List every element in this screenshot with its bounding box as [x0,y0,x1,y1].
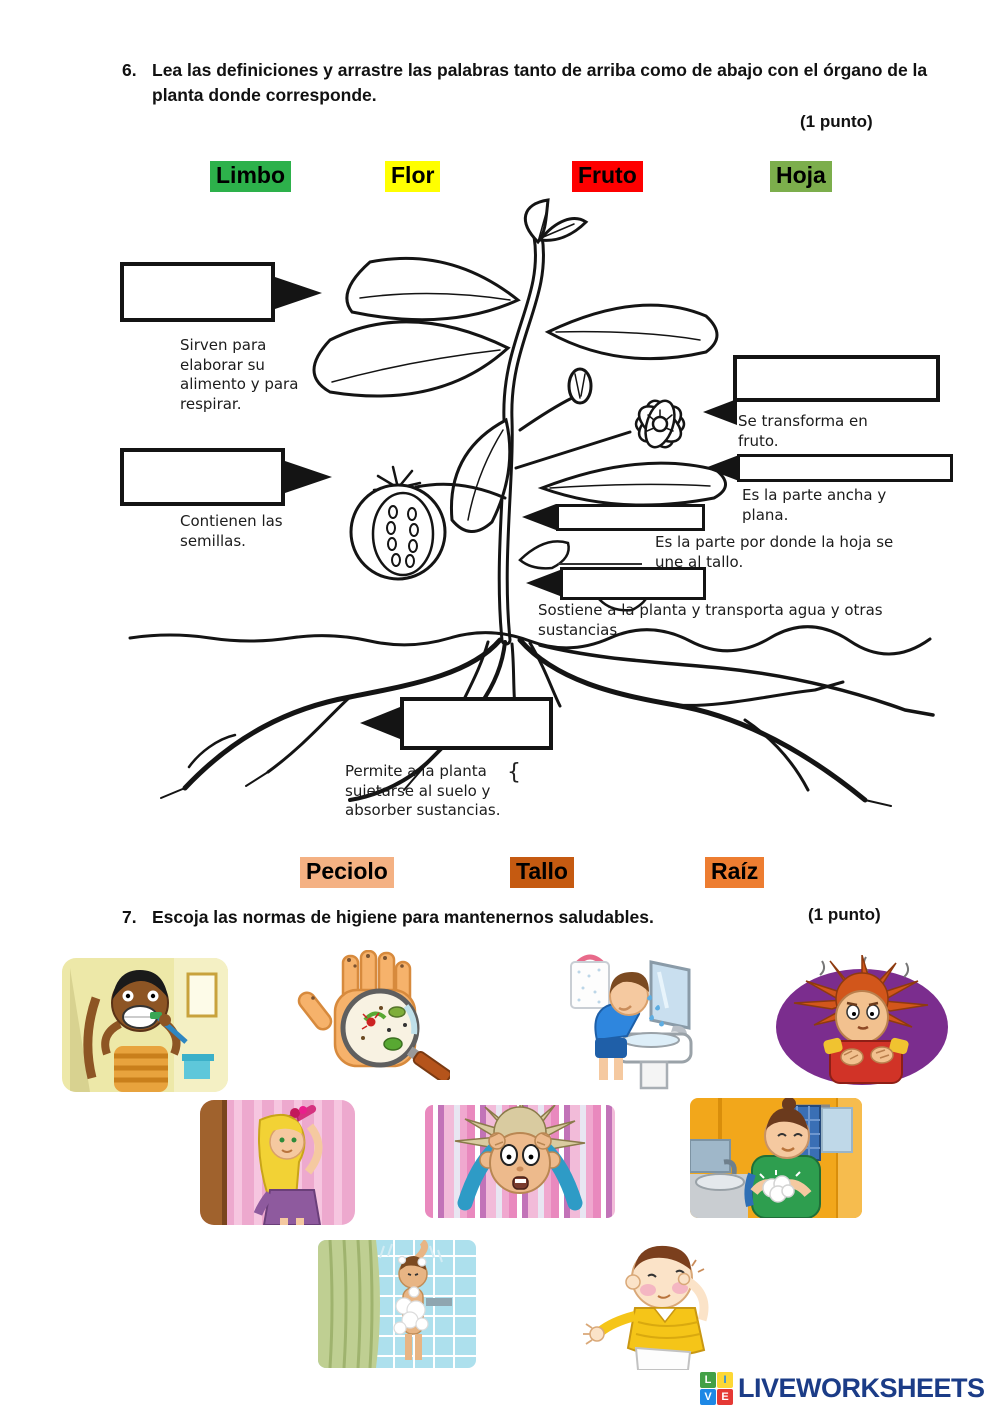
word-chip-fruto[interactable]: Fruto [572,161,643,192]
question7-points: (1 punto) [808,905,881,924]
hygiene-option-shower[interactable] [318,1240,476,1368]
pointer-arrow-1 [275,277,322,309]
pointer-arrow-5 [522,504,556,530]
question7-text: Escoja las normas de higiene para manten… [152,907,654,927]
picking-nose-icon [580,1238,725,1370]
hygiene-option-messy-hair[interactable] [770,955,950,1090]
pointer-arrow-3 [703,399,737,425]
word-chip-peciolo[interactable]: Peciolo [300,857,394,888]
liveworksheets-logo[interactable]: L I V E LIVEWORKSHEETS [700,1372,985,1405]
answer-box-1[interactable] [120,262,275,322]
question6-header: 6. Lea las definiciones y arrastre las p… [122,58,932,109]
logo-square-i: I [717,1372,733,1388]
answer-box-3[interactable] [733,355,940,402]
washing-hands-icon [690,1098,862,1218]
definition-text-2: Contienen las semillas. [180,512,283,550]
pointer-arrow-7 [360,707,400,739]
hygiene-option-combing-hair[interactable] [200,1100,355,1225]
hygiene-option-washing-hands[interactable] [690,1098,862,1218]
pointer-arrow-6 [526,570,560,596]
liveworksheets-logo-icon: L I V E [700,1372,733,1405]
messy-hair-icon [770,955,950,1090]
word-chip-flor[interactable]: Flor [385,161,441,192]
definition-text-4: Es la parte ancha y plana. [742,486,887,524]
pointer-arrow-4 [705,455,739,481]
logo-square-e: E [717,1389,733,1405]
washing-face-icon [555,948,705,1090]
definition-text-7: Permite a la planta sujetarse al suelo y… [345,762,501,819]
hygiene-option-washing-face[interactable] [555,948,705,1090]
answer-box-7[interactable] [400,697,553,750]
brushing-teeth-icon [62,958,228,1092]
word-chip-tallo[interactable]: Tallo [510,857,574,888]
question6-points: (1 punto) [800,112,873,131]
word-chip-hoja[interactable]: Hoja [770,161,832,192]
answer-box-5[interactable] [556,504,705,531]
answer-box-2[interactable] [120,448,285,506]
answer-box-6[interactable] [560,567,706,600]
word-chip-raiz[interactable]: Raíz [705,857,765,888]
hygiene-option-picking-nose[interactable] [580,1238,725,1370]
hygiene-option-frightened-hair[interactable] [425,1105,615,1218]
word-chip-limbo[interactable]: Limbo [210,161,291,192]
shower-icon [318,1240,476,1368]
definition-text-6: Sostiene a la planta y transporta agua y… [538,601,883,639]
question7-header: 7. Escoja las normas de higiene para man… [122,905,792,930]
pointer-arrow-2 [285,461,332,493]
logo-square-v: V [700,1389,716,1405]
underline-segment [558,561,642,565]
definition-text-1: Sirven para elaborar su alimento y para … [180,336,299,413]
answer-box-4[interactable] [737,454,953,482]
definition-text-5: Es la parte por donde la hoja se une al … [655,533,894,571]
hygiene-option-brushing-teeth[interactable] [62,958,228,1092]
frightened-hair-icon [454,1105,586,1211]
question6-number: 6. [122,60,137,80]
combing-hair-icon [200,1100,355,1225]
hygiene-option-germs-hand[interactable] [285,950,450,1080]
germs-hand-icon [285,950,450,1080]
liveworksheets-logo-text: LIVEWORKSHEETS [738,1373,985,1403]
question7-number: 7. [122,907,137,927]
question6-text: Lea las definiciones y arrastre las pala… [152,60,928,106]
definition-text-3: Se transforma en fruto. [738,412,868,450]
brace-mark: { [507,760,521,785]
logo-square-l: L [700,1372,716,1388]
